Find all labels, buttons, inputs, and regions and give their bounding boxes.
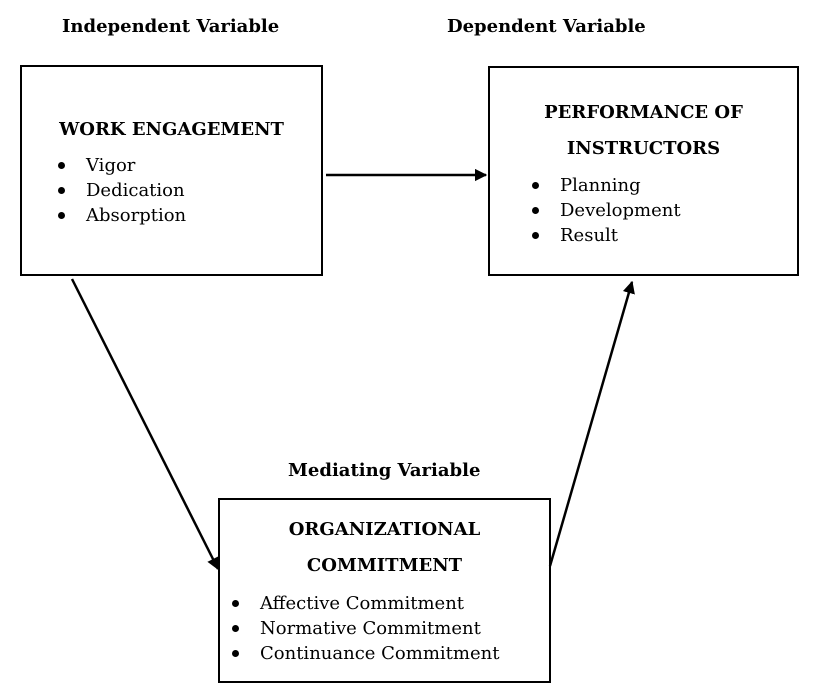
commitment-box: ORGANIZATIONAL COMMITMENT Affective Comm… [218,498,551,683]
mediating-variable-label: Mediating Variable [288,460,481,481]
engagement-to-commitment-arrow [70,278,220,571]
list-item: Development [532,198,681,223]
list-item: Dedication [58,178,186,203]
list-item: Affective Commitment [232,591,499,616]
list-item: Continuance Commitment [232,641,499,666]
commitment-dimensions: Affective Commitment Normative Commitmen… [232,591,499,666]
independent-variable-label: Independent Variable [62,16,280,37]
work-engagement-title: WORK ENGAGEMENT [59,119,284,140]
commitment-title-line1: ORGANIZATIONAL [288,519,481,540]
list-item: Vigor [58,153,186,178]
commitment-title-line2: COMMITMENT [306,555,463,576]
performance-title-line2: INSTRUCTORS [566,138,721,159]
performance-box: PERFORMANCE OF INSTRUCTORS Planning Deve… [488,66,799,276]
dependent-variable-label: Dependent Variable [447,16,646,37]
list-item: Absorption [58,203,186,228]
work-engagement-dimensions: Vigor Dedication Absorption [58,153,186,228]
commitment-to-performance-arrow [548,280,635,567]
list-item: Planning [532,173,681,198]
performance-dimensions: Planning Development Result [532,173,681,248]
work-engagement-box: WORK ENGAGEMENT Vigor Dedication Absorpt… [20,65,323,276]
list-item: Normative Commitment [232,616,499,641]
list-item: Result [532,223,681,248]
performance-title-line1: PERFORMANCE OF [544,102,743,123]
